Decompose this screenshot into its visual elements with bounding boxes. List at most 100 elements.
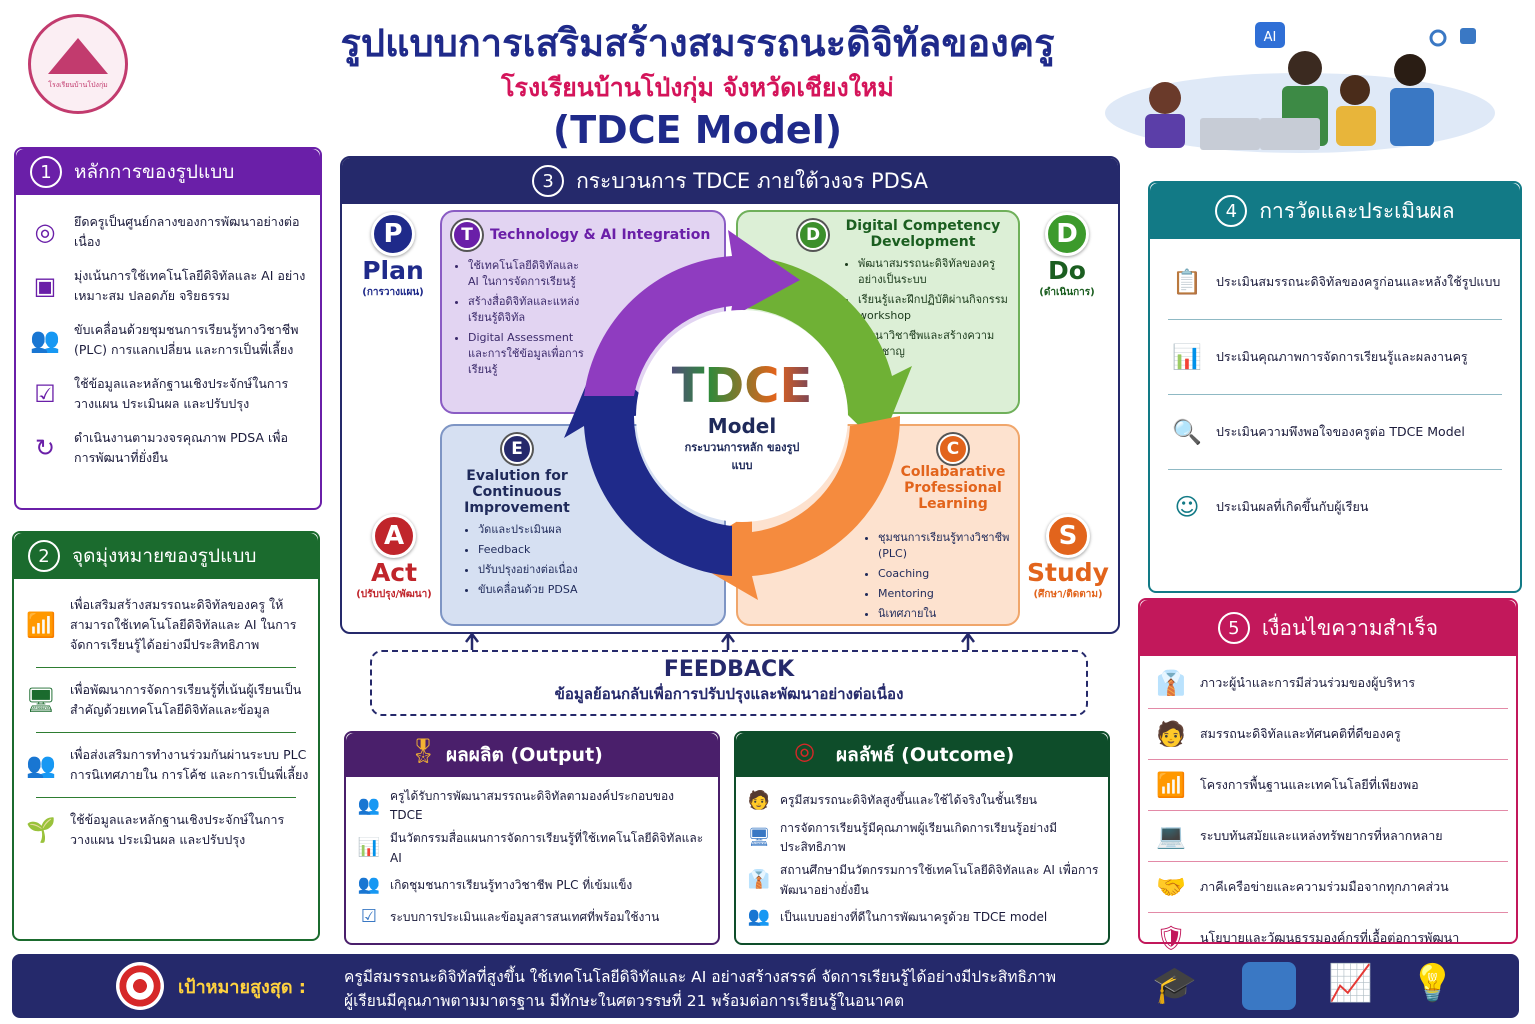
study-sub: (ศึกษา/ติดตาม) — [1033, 589, 1103, 600]
mountain-icon — [48, 37, 108, 74]
section-title: เงื่อนไขความสำเร็จ — [1261, 615, 1439, 640]
teacher-icon: 🧑 — [1156, 719, 1186, 748]
item-text: สถานศึกษามีนวัตกรรมการใช้เทคโนโลยีดิจิทั… — [780, 863, 1099, 897]
growth-chart-icon: 📶 — [26, 610, 56, 639]
item-text: เป็นแบบอย่างที่ดีในการพัฒนาครูด้วย TDCE … — [780, 910, 1048, 925]
growth-icon: 📈 — [1328, 963, 1373, 1004]
c-title: Collabarative Professional Learning — [900, 464, 1006, 512]
item-text: ระบบการประเมินและข้อมูลสารสนเทศที่พร้อมใ… — [390, 910, 660, 925]
list-item: 👥ครูได้รับการพัฒนาสมรรถนะดิจิทัลตามองค์ป… — [354, 787, 710, 825]
cycle-icon: ↻ — [34, 433, 56, 462]
section-number: 2 — [28, 540, 60, 572]
model-name: (TDCE Model) — [552, 108, 843, 152]
presentation-icon: 📊 — [1172, 342, 1202, 371]
arrow-act — [564, 356, 732, 576]
list-item: 👥เกิดชุมชนการเรียนรู้ทางวิชาชีพ PLC ที่เ… — [354, 872, 710, 900]
list-item: ▣มุ่งเน้นการใช้เทคโนโลยีดิจิทัลและ AI อย… — [22, 259, 312, 313]
evaluation-panel: 4 การวัดและประเมินผล 📋ประเมินสมรรถนะดิจิ… — [1148, 181, 1522, 593]
leaders-icon: 👔 — [1156, 668, 1186, 697]
t-title: Technology & AI Integration — [490, 227, 711, 243]
ai-chip-icon: ▣ — [33, 271, 57, 300]
school-logo: โรงเรียนบ้านโป่งกุ่ม — [28, 14, 128, 114]
item-text: ประเมินสมรรถนะดิจิทัลของครูก่อนและหลังใช… — [1216, 274, 1501, 289]
model-label: Model — [707, 414, 777, 438]
item-text: ใช้ข้อมูลและหลักฐานเชิงประจักษ์ในการวางแ… — [70, 812, 285, 847]
tdce-cycle — [564, 230, 912, 600]
handshake-icon: 🤝 — [1156, 872, 1186, 901]
monitor-icon: 🖥 — [25, 685, 57, 714]
output-title: ผลผลิต (Output) — [446, 744, 603, 766]
item-text: ประเมินผลที่เกิดขึ้นกับผู้เรียน — [1216, 499, 1369, 514]
medal-icon: 🎖 — [408, 737, 439, 765]
smile-rainbow-icon: ☺ — [1174, 492, 1200, 521]
page-subtitle: โรงเรียนบ้านโป่งกุ่ม จังหวัดเชียงใหม่ — [501, 73, 894, 102]
list-item: 📶 เพื่อเสริมสร้างสมรรถนะดิจิทัลของครู ให้… — [20, 587, 312, 663]
team-icon: 👥 — [26, 750, 56, 779]
item-text: ประเมินคุณภาพการจัดการเรียนรู้และผลงานคร… — [1216, 349, 1468, 364]
d-badge: D — [798, 220, 828, 250]
bullet-item: Digital Assessment และการใช้ข้อมูลเพื่อก… — [468, 330, 592, 378]
section-title: กระบวนการ TDCE ภายใต้วงจร PDSA — [576, 168, 928, 193]
arrow-study — [682, 416, 901, 600]
item-text: ใช้ข้อมูลและหลักฐานเชิงประจักษ์ในการวางแ… — [74, 376, 289, 411]
feedback-title: FEEDBACK — [663, 657, 795, 682]
process-panel: 3 กระบวนการ TDCE ภายใต้วงจร PDSA T Techn… — [340, 156, 1120, 634]
bullet-item: ปรับปรุงอย่างต่อเนื่อง — [478, 562, 724, 578]
do-badge: D — [1045, 212, 1089, 256]
target-icon: ◎ — [794, 737, 815, 765]
item-text: ครูมีสมรรถนะดิจิทัลสูงขึ้นและใช้ได้จริงใ… — [780, 793, 1037, 808]
list-item: 📶 โครงการพื้นฐานและเทคโนโลยีที่เพียงพอ — [1148, 760, 1508, 810]
success-panel: 5 เงื่อนไขความสำเร็จ 👔ภาวะผู้นำและการมีส… — [1138, 598, 1518, 952]
list-item: ☑ ใช้ข้อมูลและหลักฐานเชิงประจักษ์ในการวาง… — [22, 367, 312, 421]
list-item: 🤝 ภาคีเครือข่ายและความร่วมมือจากทุกภาคส่ว… — [1148, 862, 1508, 912]
output-panel: 🎖 ผลผลิต (Output) 👥ครูได้รับการพัฒนาสมรร… — [344, 731, 720, 945]
list-item: 🧑 ครูมีสมรรถนะดิจิทัลสูงขึ้นและใช้ได้จริง… — [744, 787, 1100, 815]
goal-line2: ผู้เรียนมีคุณภาพตามมาตรฐาน มีทักษะในศตวร… — [344, 992, 905, 1010]
study-label: S Study (ศึกษา/ติดตาม) — [1022, 514, 1114, 602]
goal-label: เป้าหมายสูงสุด : — [178, 977, 306, 998]
section-number: 3 — [532, 165, 565, 197]
magnifier-chart-icon: 🔍 — [1172, 417, 1202, 446]
list-item: ☺ ประเมินผลที่เกิดขึ้นกับผู้เรียน — [1158, 474, 1512, 540]
list-item: 🖥เพื่อพัฒนาการจัดการเรียนรู้ที่เน้นผู้เร… — [20, 672, 312, 728]
t-badge: T — [452, 220, 482, 250]
bullet-item: สร้างสื่อดิจิทัลและแหล่งเรียนรู้ดิจิทัล — [468, 294, 592, 326]
outcome-panel: ◎ ผลลัพธ์ (Outcome) 🧑ครูมีสมรรถนะดิจิทัล… — [734, 731, 1110, 945]
feedback-arrows — [465, 632, 975, 650]
list-item: ☑ระบบการประเมินและข้อมูลสารสนเทศที่พร้อม… — [354, 904, 710, 932]
plan-badge: P — [371, 212, 415, 256]
item-text: ยึดครูเป็นศูนย์กลางของการพัฒนาอย่างต่อเน… — [74, 214, 300, 249]
item-text: ภาคีเครือข่ายและความร่วมมือจากทุกภาคส่วน — [1200, 879, 1449, 894]
bullet-item: เรียนรู้และฝึกปฏิบัติผ่านกิจกรรม worksho… — [858, 292, 1018, 324]
leaders-icon: 👔 — [747, 869, 771, 891]
bullet-item: ขับเคลื่อนด้วย PDSA — [478, 582, 724, 598]
goal-line1: ครูมีสมรรถนะดิจิทัลที่สูงขึ้น ใช้เทคโนโล… — [344, 968, 1057, 986]
item-text: ระบบทันสมัยและแหล่งทรัพยากรที่หลากหลาย — [1200, 828, 1443, 843]
list-item: ◎ยึดครูเป็นศูนย์กลางของการพัฒนาอย่างต่อเ… — [22, 205, 312, 259]
act-label: A Act (ปรับปรุง/พัฒนา) — [348, 514, 440, 602]
list-item: 🔍ประเมินความพึงพอใจของครูต่อ TDCE Model — [1158, 399, 1512, 465]
bullseye-icon — [116, 962, 164, 1010]
presentation-icon: 📊 — [357, 837, 381, 859]
feedback-sub: ข้อมูลย้อนกลับเพื่อการปรับปรุงและพัฒนาอย… — [554, 685, 904, 703]
bullet-item: นิเทศภายใน — [878, 606, 1018, 622]
e-badge: E — [502, 434, 532, 464]
section-number: 1 — [30, 156, 62, 188]
plan-sub: (การวางแผน) — [362, 287, 424, 298]
list-item: 📋ประเมินสมรรถนะดิจิทัลของครูก่อนและหลังใ… — [1158, 249, 1512, 315]
wifi-icon: 📶 — [1156, 770, 1186, 799]
plan-text: Plan — [362, 256, 424, 285]
bullet-item: Feedback — [478, 542, 724, 558]
bullet-item: ใช้เทคโนโลยีดิจิทัลและ AI ในการจัดการเรี… — [468, 258, 592, 290]
people-icon — [1242, 962, 1296, 1010]
checklist-icon: ☑ — [34, 379, 56, 408]
item-text: ครูได้รับการพัฒนาสมรรถนะดิจิทัลตามองค์ปร… — [390, 789, 675, 823]
item-text: เพื่อเสริมสร้างสมรรถนะดิจิทัลของครู ให้ส… — [70, 597, 297, 652]
item-text: โครงการพื้นฐานและเทคโนโลยีที่เพียงพอ — [1200, 777, 1419, 792]
section-number: 5 — [1217, 612, 1250, 644]
do-text: Do — [1048, 256, 1086, 285]
act-badge: A — [372, 514, 416, 558]
item-text: เพื่อส่งเสริมการทำงานร่วมกันผ่านระบบ PLC… — [70, 747, 309, 782]
list-item: 👥เป็นแบบอย่างที่ดีในการพัฒนาครูด้วย TDCE… — [744, 904, 1100, 932]
teacher-icon: 🧑 — [747, 789, 771, 811]
